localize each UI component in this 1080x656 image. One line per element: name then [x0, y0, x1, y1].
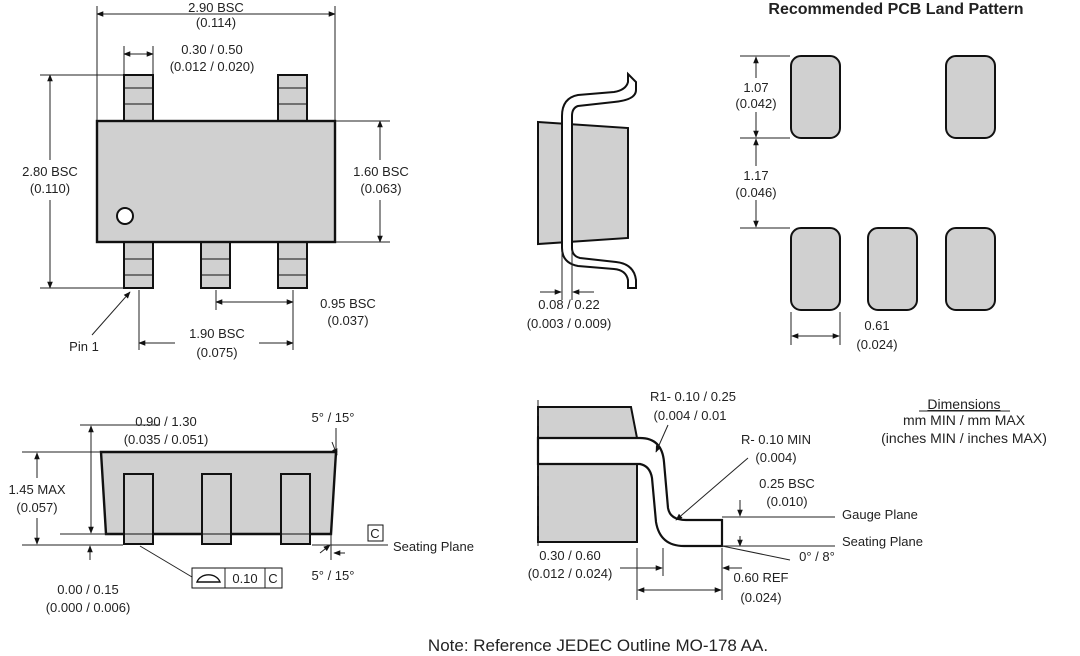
- coplanarity-datum: C: [268, 571, 277, 586]
- ref-length-dim: 0.60 REF: [734, 570, 789, 585]
- detail-view: R1- 0.10 / 0.25 (0.004 / 0.01 R- 0.10 MI…: [528, 389, 923, 605]
- radius1-dim-in: (0.004 / 0.01: [654, 408, 727, 423]
- gauge-dim-in: (0.010): [766, 494, 807, 509]
- package-body-top: [95, 119, 337, 244]
- dimensions-title: Dimensions: [927, 396, 1000, 412]
- overall-height-dim-in: (0.110): [30, 181, 70, 196]
- coplanarity-value: 0.10: [232, 571, 257, 586]
- side-lead-3: [280, 473, 311, 545]
- radius-dim: R- 0.10 MIN: [741, 432, 811, 447]
- seating-plane-label-side: Seating Plane: [393, 539, 474, 554]
- body-thickness-dim-in: (0.035 / 0.051): [124, 432, 209, 447]
- land-pad-bottom-left: [790, 227, 841, 311]
- gauge-dim: 0.25 BSC: [759, 476, 815, 491]
- pin1-label: Pin 1: [69, 339, 99, 354]
- lead-thickness-dim: 0.08 / 0.22: [538, 297, 599, 312]
- end-view-lead: [561, 71, 637, 289]
- dimensions-line1: mm MIN / mm MAX: [903, 412, 1026, 428]
- overall-width-dim: 2.90 BSC: [188, 0, 244, 15]
- lead-width-dim: 0.30 / 0.50: [181, 42, 242, 57]
- foot-length-dim-in: (0.012 / 0.024): [528, 566, 613, 581]
- overall-height-dim: 2.80 BSC: [22, 164, 78, 179]
- pitch-dim: 0.95 BSC: [320, 296, 376, 311]
- land-pattern: Recommended PCB Land Pattern 1.07 (0.042…: [726, 1, 1024, 352]
- body-height-dim: 1.60 BSC: [353, 164, 409, 179]
- lead-width-dim-in: (0.012 / 0.020): [170, 59, 255, 74]
- side-view: 0.90 / 1.30 (0.035 / 0.051) 1.45 MAX (0.…: [6, 410, 474, 615]
- land-pad-bottom-mid: [867, 227, 918, 311]
- body-thickness-dim: 0.90 / 1.30: [135, 414, 196, 429]
- seating-plane-label-detail: Seating Plane: [842, 534, 923, 549]
- double-pitch-dim: 1.90 BSC: [189, 326, 245, 341]
- pad-length-dim-in: (0.042): [735, 96, 776, 111]
- draft-angle-top: 5° / 15°: [312, 410, 355, 425]
- lead-thickness-dim-in: (0.003 / 0.009): [527, 316, 612, 331]
- datum-c-box: [367, 524, 384, 542]
- pad-gap-dim: 1.17: [743, 168, 768, 183]
- pin1-marker: [116, 207, 134, 225]
- pitch-dim-in: (0.037): [327, 313, 368, 328]
- end-view: 0.08 / 0.22 (0.003 / 0.009): [527, 71, 637, 331]
- max-height-dim: 1.45 MAX: [8, 482, 65, 497]
- land-pad-bottom-right: [945, 227, 996, 311]
- radius1-dim: R1- 0.10 / 0.25: [650, 389, 736, 404]
- max-height-dim-in: (0.057): [16, 500, 57, 515]
- top-lead-left: [123, 74, 154, 123]
- datum-c: C: [370, 526, 379, 541]
- land-pad-top-right: [945, 55, 996, 139]
- standoff-dim-in: (0.000 / 0.006): [46, 600, 131, 615]
- overall-width-dim-in: (0.114): [196, 15, 236, 30]
- pad-length-dim: 1.07: [743, 80, 768, 95]
- coplanarity-frame: 0.10 C: [139, 545, 283, 589]
- land-pattern-title: Recommended PCB Land Pattern: [768, 1, 1023, 18]
- double-pitch-dim-in: (0.075): [196, 345, 237, 360]
- top-view: 2.90 BSC (0.114) 0.30 / 0.50 (0.012 / 0.…: [14, 0, 418, 364]
- flatness-icon: [196, 574, 221, 583]
- top-lead-right: [277, 74, 308, 123]
- side-lead-1: [123, 473, 154, 545]
- ref-length-dim-in: (0.024): [740, 590, 781, 605]
- dimensions-line2: (inches MIN / inches MAX): [881, 430, 1047, 446]
- detail-body: [537, 406, 638, 543]
- pad-gap-dim-in: (0.046): [735, 185, 776, 200]
- dimensions-legend: Dimensions mm MIN / mm MAX (inches MIN /…: [881, 396, 1047, 446]
- pad-width-dim: 0.61: [864, 318, 889, 333]
- land-pad-top-left: [790, 55, 841, 139]
- pad-width-dim-in: (0.024): [856, 337, 897, 352]
- gauge-plane-label: Gauge Plane: [842, 507, 918, 522]
- foot-angle-dim: 0° / 8°: [799, 549, 835, 564]
- foot-length-dim: 0.30 / 0.60: [539, 548, 600, 563]
- body-height-dim-in: (0.063): [360, 181, 401, 196]
- standoff-dim: 0.00 / 0.15: [57, 582, 118, 597]
- footer-note: Note: Reference JEDEC Outline MO-178 AA.: [428, 636, 768, 655]
- radius-dim-in: (0.004): [755, 450, 796, 465]
- end-view-body: [537, 120, 629, 246]
- bottom-lead-2: [200, 240, 231, 289]
- bottom-lead-3: [277, 240, 308, 289]
- bottom-lead-1: [123, 240, 154, 289]
- side-lead-2: [201, 473, 232, 545]
- draft-angle-bottom: 5° / 15°: [312, 568, 355, 583]
